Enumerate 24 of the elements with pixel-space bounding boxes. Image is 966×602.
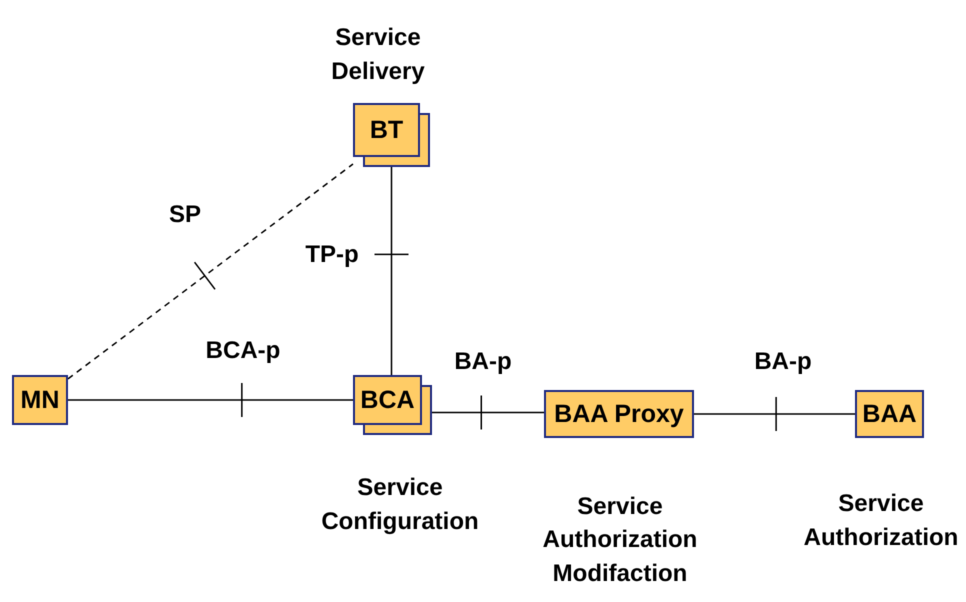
component-box bbox=[12, 375, 68, 425]
box-text: BAA bbox=[862, 402, 917, 426]
role-caption: Service Authorization bbox=[802, 489, 960, 553]
connector-line bbox=[68, 399, 353, 401]
role-caption: Service Delivery bbox=[330, 23, 426, 87]
connector-line bbox=[432, 412, 544, 414]
component-box bbox=[353, 375, 422, 425]
edge-label: BA-p bbox=[753, 347, 813, 377]
edge-label: TP-p bbox=[304, 240, 360, 270]
edge-label: BA-p bbox=[453, 347, 513, 377]
connector-line bbox=[68, 163, 354, 380]
edge-label: SP bbox=[168, 200, 202, 230]
component-box bbox=[353, 103, 420, 157]
connector-line bbox=[694, 413, 855, 415]
edge-label: BCA-p bbox=[204, 336, 282, 366]
role-caption: Service Authorization Modifaction bbox=[542, 492, 698, 589]
component-box bbox=[544, 390, 694, 438]
connector-line bbox=[390, 167, 392, 375]
box-text: BT bbox=[370, 118, 404, 142]
role-caption: Service Configuration bbox=[320, 473, 480, 537]
box-text: MN bbox=[20, 388, 60, 412]
component-box bbox=[855, 390, 924, 438]
box-text: BCA bbox=[360, 388, 415, 412]
box-text: BAA Proxy bbox=[554, 402, 684, 426]
